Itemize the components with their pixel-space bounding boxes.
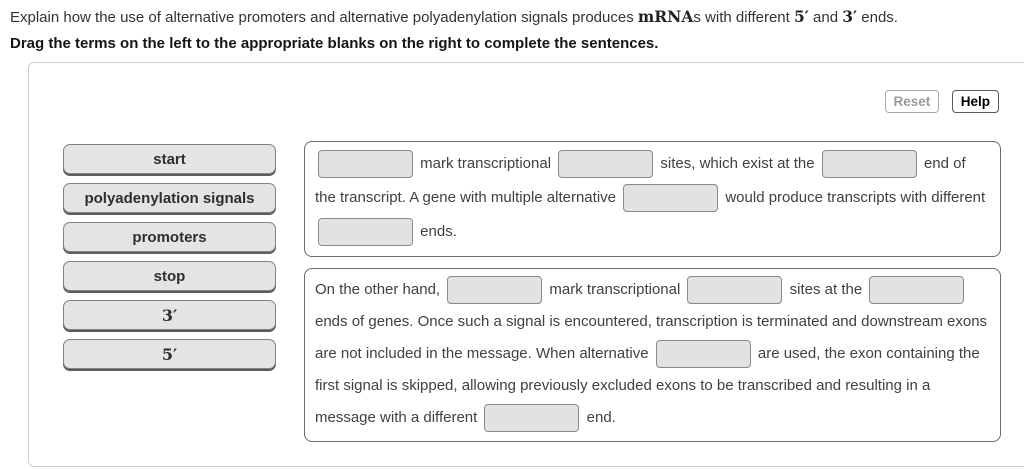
term-chip[interactable]: start: [63, 144, 276, 174]
question-text-segment: Explain how the use of alternative promo…: [10, 9, 638, 26]
answer-blank[interactable]: [655, 340, 751, 369]
math-text-segment: 3′: [842, 7, 858, 26]
answer-blank[interactable]: [318, 150, 413, 179]
sentence-text-segment: ends of genes. Once such a signal is enc…: [315, 313, 988, 362]
term-chip-label: polyadenylation signals: [84, 189, 255, 207]
toolbar: Reset Help: [884, 90, 999, 113]
question-text-segment: ends.: [857, 9, 898, 26]
help-button[interactable]: Help: [951, 90, 999, 113]
drag-drop-activity-panel: Reset Help start polyadenylation signals p…: [28, 62, 1024, 467]
sentence-panel: On the other hand, mark transcriptional …: [304, 268, 1001, 442]
term-chip[interactable]: promoters: [63, 222, 276, 252]
answer-blank[interactable]: [447, 276, 543, 305]
term-chip-label: 5′: [161, 344, 178, 364]
sentence-text-segment: mark transcriptional: [545, 281, 685, 298]
question-text: Explain how the use of alternative promo…: [10, 7, 898, 26]
term-chip[interactable]: 3′: [63, 300, 276, 330]
math-text-segment: mRNA: [637, 7, 694, 26]
term-bank: start polyadenylation signals promoters sto…: [63, 144, 276, 378]
sentence-text-segment: sites, which exist at the: [656, 155, 819, 172]
term-chip[interactable]: 5′: [63, 339, 276, 369]
sentence-text-segment: are used, the exon containing the first …: [315, 345, 980, 426]
drag-instruction: Drag the terms on the left to the approp…: [10, 35, 659, 52]
term-chip[interactable]: polyadenylation signals: [63, 183, 276, 213]
sentence-text-segment: On the other hand,: [315, 281, 445, 298]
sentence-text-segment: sites at the: [785, 281, 867, 298]
sentence-panels: mark transcriptional sites, which exist …: [304, 141, 1001, 442]
answer-blank[interactable]: [623, 184, 719, 213]
term-chip-label: promoters: [132, 228, 207, 246]
term-chip-label: start: [153, 150, 186, 168]
sentence-panel: mark transcriptional sites, which exist …: [304, 141, 1001, 257]
term-chip-label: stop: [153, 267, 186, 285]
sentence-text-segment: would produce transcripts with different: [721, 189, 986, 206]
answer-blank[interactable]: [821, 150, 917, 179]
reset-button[interactable]: Reset: [884, 90, 940, 113]
answer-blank[interactable]: [558, 150, 654, 179]
answer-blank[interactable]: [484, 404, 580, 433]
question-text-segment: s with different: [693, 9, 794, 26]
sentence-text-segment: end of the transcript. A gene with multi…: [315, 155, 966, 206]
sentence-text-segment: mark transcriptional: [416, 155, 556, 172]
question-text-segment: and: [808, 9, 843, 26]
answer-blank[interactable]: [318, 218, 413, 247]
term-chip-label: 3′: [161, 305, 178, 325]
answer-blank[interactable]: [687, 276, 783, 305]
sentence-text-segment: ends.: [416, 223, 457, 240]
term-chip[interactable]: stop: [63, 261, 276, 291]
answer-blank[interactable]: [869, 276, 965, 305]
sentence-text-segment: end.: [582, 409, 616, 426]
math-text-segment: 5′: [793, 7, 809, 26]
